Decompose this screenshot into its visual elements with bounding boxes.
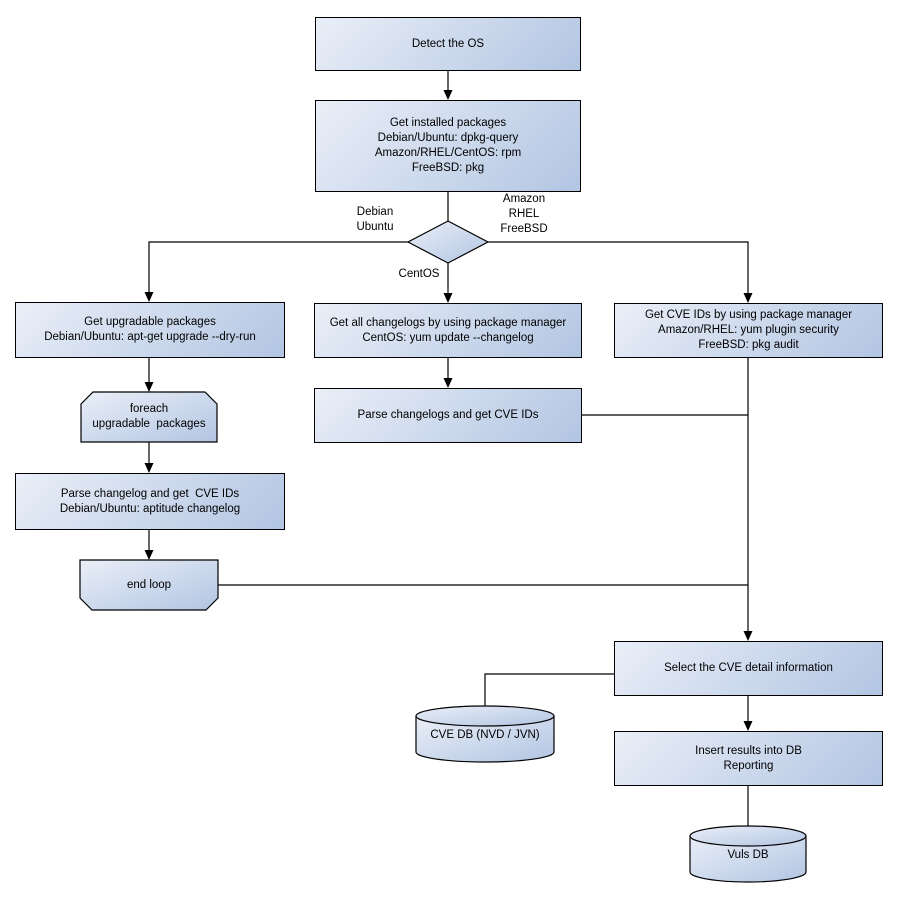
node-get-cve-ids: Get CVE IDs by using package manager Ama…: [614, 303, 883, 358]
vuls-db-label: Vuls DB: [727, 848, 769, 861]
arrowhead: [144, 382, 154, 392]
arrowhead: [144, 292, 154, 302]
shape-layer: [79, 220, 807, 883]
edge-decision-to-getcveids: [488, 241, 749, 293]
vuls-db-cylinder-top: [689, 825, 807, 847]
node-select-cve-detail: Select the CVE detail information: [614, 641, 883, 696]
arrowhead: [443, 293, 453, 303]
node-insert-results: Insert results into DB Reporting: [614, 731, 883, 786]
connectors: [148, 71, 749, 826]
arrowhead: [144, 550, 154, 560]
arrowhead: [144, 463, 154, 473]
branch-label-centos: CentOS: [398, 268, 440, 280]
branch-label-debian-ubuntu: Debian Ubuntu: [356, 206, 394, 233]
node-get-upgradable-packages: Get upgradable packages Debian/Ubuntu: a…: [15, 302, 285, 358]
foreach-loop-shape: [80, 391, 218, 443]
foreach-loop-label: foreach upgradable packages: [92, 403, 206, 430]
end-loop-shape: [79, 559, 219, 611]
arrowheads: [144, 90, 753, 731]
cve-db-cylinder-body: [415, 715, 555, 763]
node-detect-os: Detect the OS: [315, 17, 581, 71]
edge-decision-to-upgradable: [148, 241, 408, 292]
edge-select-to-cvedb: [484, 673, 614, 706]
end-loop-label: end loop: [126, 578, 172, 591]
node-parse-changelogs: Parse changelogs and get CVE IDs: [314, 388, 582, 443]
vuls-db-cylinder-body: [689, 835, 807, 883]
arrowhead: [743, 721, 753, 731]
node-get-all-changelogs: Get all changelogs by using package mana…: [314, 303, 582, 358]
arrowhead: [443, 378, 453, 388]
arrowhead: [743, 293, 753, 303]
cve-db-label: CVE DB (NVD / JVN): [430, 728, 540, 741]
branch-label-amazon-rhel-freebsd: Amazon RHEL FreeBSD: [500, 193, 548, 235]
arrowhead: [443, 90, 453, 100]
node-parse-changelog: Parse changelog and get CVE IDs Debian/U…: [15, 473, 285, 530]
os-decision-diamond: [406, 220, 490, 264]
cve-db-cylinder-top: [415, 705, 555, 727]
arrowhead: [743, 631, 753, 641]
node-get-installed-packages: Get installed packages Debian/Ubuntu: dp…: [315, 100, 581, 192]
